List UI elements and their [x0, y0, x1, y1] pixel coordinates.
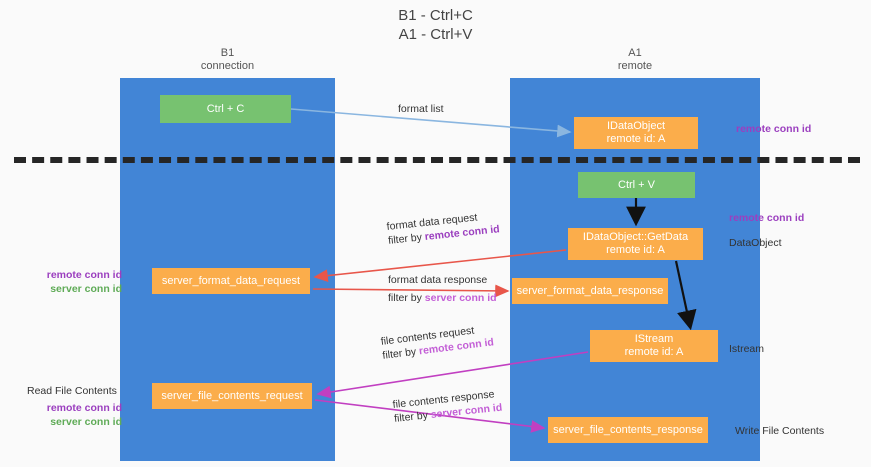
swimlane-b1-header: B1 connection	[200, 47, 255, 72]
node-ctrl-v[interactable]: Ctrl + V	[578, 172, 695, 198]
filter-prefix: filter by	[393, 409, 432, 425]
label-left-conn-ids-bottom: remote conn id server conn id	[22, 401, 122, 429]
arrow-format-list	[290, 108, 572, 138]
label-format-data-response-filter: filter by server conn id	[388, 291, 497, 305]
arrow-file-contents-response	[314, 399, 546, 433]
label-left-remote-conn-id-bottom: remote conn id	[46, 402, 122, 414]
arrow-file-contents-request	[316, 351, 589, 399]
label-right-istream: Istream	[729, 343, 765, 355]
label-left-server-conn-id-mid: server conn id	[50, 283, 122, 295]
node-server-file-contents-response[interactable]: server_file_contents_response	[548, 417, 708, 443]
label-left-server-conn-id-bottom: server conn id	[50, 416, 122, 428]
node-idataobject-getdata[interactable]: IDataObject::GetData remote id: A	[568, 228, 703, 260]
filter-prefix: filter by	[387, 231, 426, 247]
label-left-conn-ids-mid: remote conn id server conn id	[22, 268, 122, 296]
node-server-format-data-request[interactable]: server_format_data_request	[152, 268, 310, 294]
label-right-dataobject: DataObject	[729, 237, 782, 249]
filter-prefix: filter by	[388, 292, 425, 304]
label-format-list: format list	[398, 103, 444, 115]
filter-value-server-conn-id: server conn id	[424, 292, 497, 304]
node-idataobject[interactable]: IDataObject remote id: A	[574, 117, 698, 149]
label-right-write-file-contents: Write File Contents	[735, 425, 825, 437]
label-format-data-response: format data response filter by server co…	[388, 273, 497, 305]
arrow-format-data-response	[312, 284, 510, 298]
node-server-format-data-response[interactable]: server_format_data_response	[512, 278, 668, 304]
label-right-remote-conn-id-mid: remote conn id	[729, 212, 805, 224]
swimlane-a1-header: A1 remote	[617, 47, 653, 72]
phase-divider	[14, 157, 860, 163]
node-istream[interactable]: IStream remote id: A	[590, 330, 718, 362]
label-left-remote-conn-id-mid: remote conn id	[46, 269, 122, 281]
label-left-read-file-contents: Read File Contents	[27, 385, 117, 397]
label-format-data-response-title: format data response	[388, 274, 488, 286]
arrow-format-data-request	[313, 249, 567, 282]
diagram-title: B1 - Ctrl+C A1 - Ctrl+V	[398, 7, 473, 43]
node-server-file-contents-request[interactable]: server_file_contents_request	[152, 383, 312, 409]
arrow-getdata-istream	[674, 260, 697, 331]
node-ctrl-c[interactable]: Ctrl + C	[160, 95, 291, 123]
label-right-remote-conn-id-top: remote conn id	[736, 123, 812, 135]
